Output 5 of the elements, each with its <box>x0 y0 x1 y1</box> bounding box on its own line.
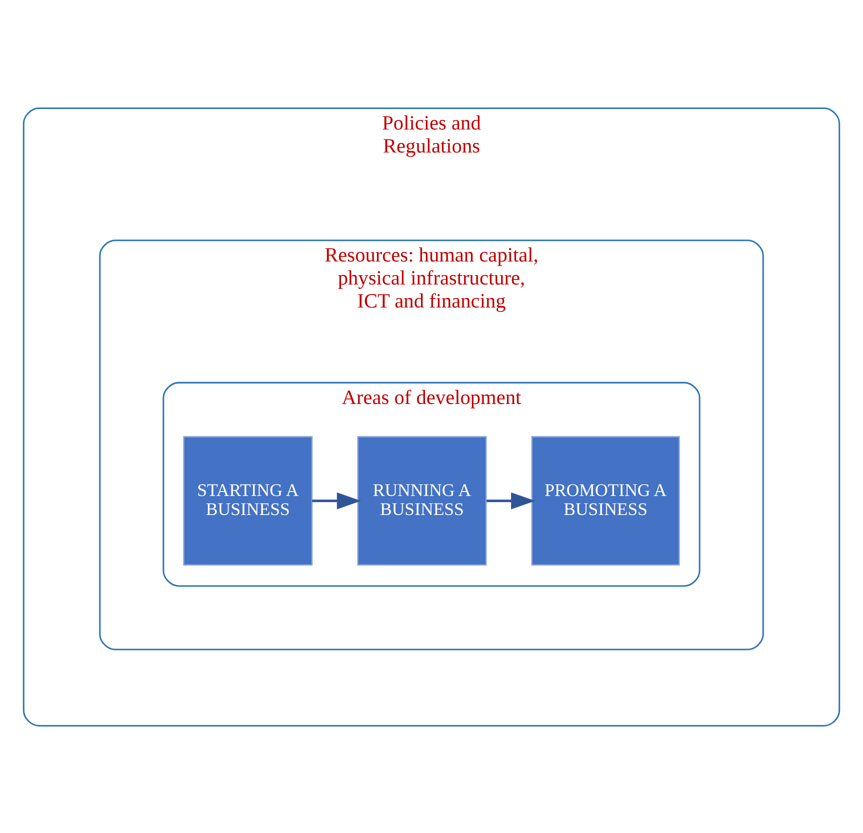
node-box: RUNNING A BUSINESS <box>357 436 487 566</box>
arrow <box>486 492 536 509</box>
node-box: STARTING A BUSINESS <box>183 436 313 566</box>
node-box: PROMOTING A BUSINESS <box>531 436 680 566</box>
arrow <box>312 492 362 509</box>
